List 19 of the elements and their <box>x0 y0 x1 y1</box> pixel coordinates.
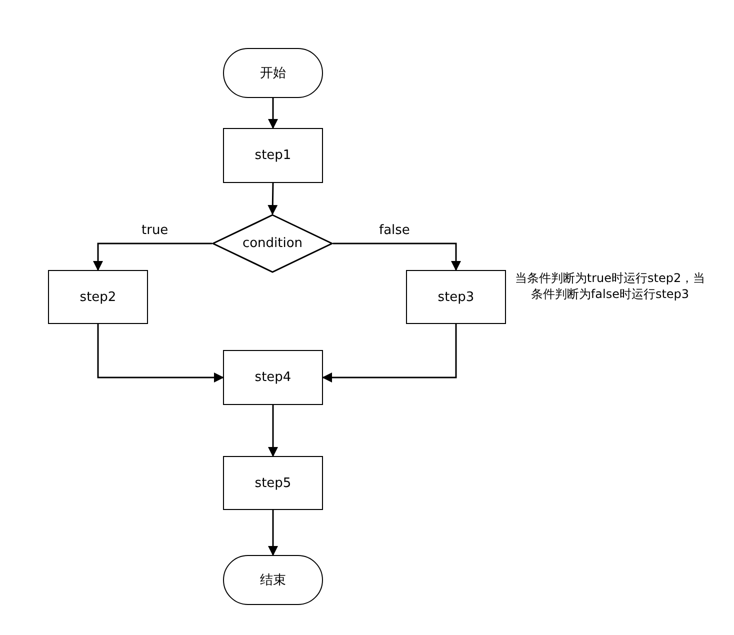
process-box: step3 <box>406 270 506 324</box>
process-box: step2 <box>48 270 148 324</box>
terminal-box: 结束 <box>223 555 323 605</box>
terminal-box: 开始 <box>223 48 323 98</box>
arrow <box>268 182 278 215</box>
edge-label: true <box>140 222 170 238</box>
arrow <box>97 324 224 382</box>
arrow <box>333 242 461 271</box>
arrow <box>93 242 212 271</box>
process-box: step1 <box>223 128 323 183</box>
arrow <box>268 405 278 457</box>
decision-diamond: condition <box>212 214 333 273</box>
arrow <box>268 98 278 129</box>
edge-label: false <box>377 222 412 238</box>
process-box: step5 <box>223 456 323 510</box>
arrow <box>268 510 278 556</box>
note-text: 当条件判断为true时运行step2，当条件判断为false时运行step3 <box>514 270 706 302</box>
arrow <box>322 324 457 382</box>
process-box: step4 <box>223 350 323 405</box>
